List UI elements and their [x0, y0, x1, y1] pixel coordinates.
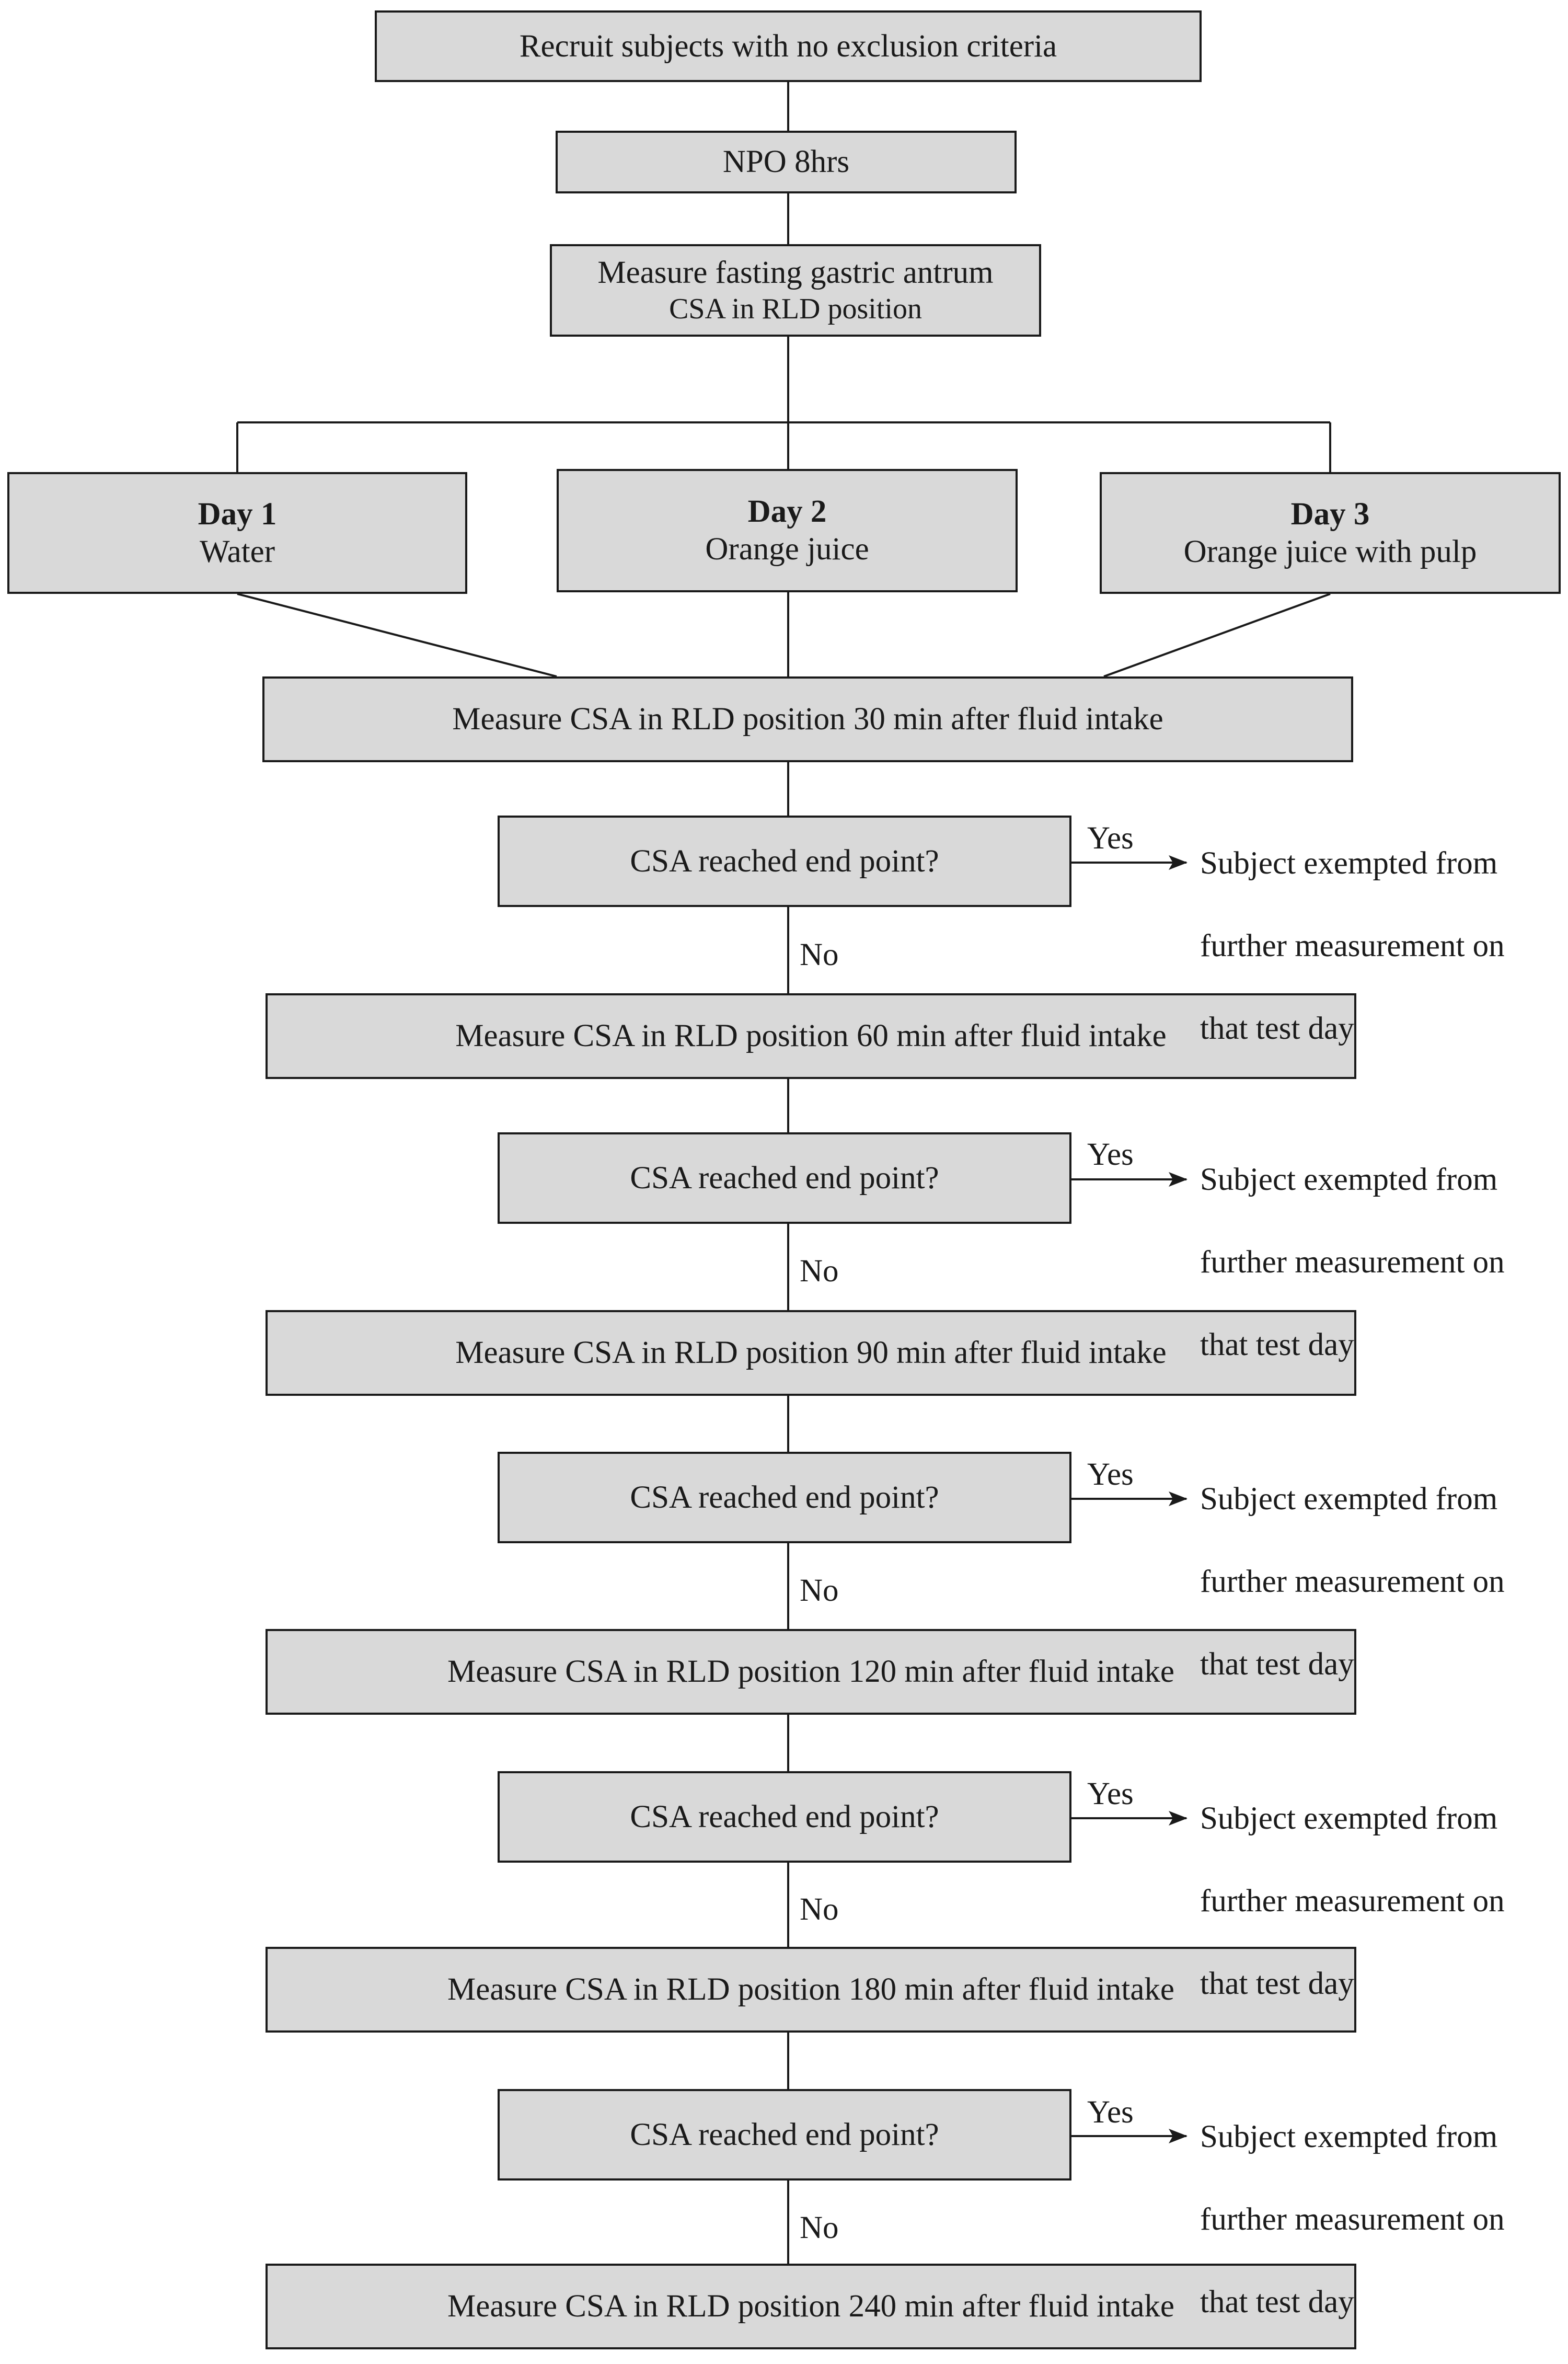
fasting-line-1: Measure fasting gastric antrum [597, 255, 994, 291]
day-1-fluid: Water [199, 534, 275, 569]
exempt-note-line: that test day [1200, 1647, 1354, 1682]
decision-2-box: CSA reached end point? [498, 1132, 1071, 1224]
day-3-fluid: Orange juice with pulp [1183, 534, 1477, 569]
yes-label-2: Yes [1087, 1137, 1134, 1172]
fasting-line-2: CSA in RLD position [669, 293, 922, 326]
exempt-note-line: Subject exempted from [1200, 1482, 1498, 1517]
measure-120-text: Measure CSA in RLD position 120 min afte… [447, 1654, 1174, 1690]
measure-180-box: Measure CSA in RLD position 180 min afte… [266, 1947, 1356, 2033]
day-3-title: Day 3 [1290, 496, 1370, 532]
exempt-note-line: that test day [1200, 2285, 1354, 2320]
exempt-note-line: further measurement on [1200, 1884, 1505, 1919]
connector-day-1-merge [237, 593, 557, 678]
no-label-1: No [800, 937, 839, 972]
fasting-measurement-box: Measure fasting gastric antrum CSA in RL… [550, 244, 1041, 337]
recruit-box: Recruit subjects with no exclusion crite… [375, 10, 1202, 82]
day-2-box: Day 2 Orange juice [557, 469, 1018, 592]
measure-180-text: Measure CSA in RLD position 180 min afte… [447, 1972, 1174, 2007]
exempt-note-line: further measurement on [1200, 1245, 1505, 1280]
yes-label-3: Yes [1087, 1457, 1134, 1492]
exempt-note-line: Subject exempted from [1200, 2119, 1498, 2154]
yes-label-4: Yes [1087, 1776, 1134, 1811]
exempt-note-4: Subject exempted from further measuremen… [1200, 1757, 1505, 2046]
measure-90-box: Measure CSA in RLD position 90 min after… [266, 1310, 1356, 1396]
measure-120-box: Measure CSA in RLD position 120 min afte… [266, 1629, 1356, 1715]
measure-30-box: Measure CSA in RLD position 30 min after… [262, 676, 1353, 762]
measure-60-box: Measure CSA in RLD position 60 min after… [266, 993, 1356, 1079]
measure-60-text: Measure CSA in RLD position 60 min after… [455, 1018, 1167, 1054]
exempt-note-3: Subject exempted from further measuremen… [1200, 1437, 1505, 1726]
measure-30-text: Measure CSA in RLD position 30 min after… [452, 702, 1163, 737]
no-label-5: No [800, 2210, 839, 2245]
decision-4-box: CSA reached end point? [498, 1771, 1071, 1863]
decision-5-text: CSA reached end point? [630, 2117, 939, 2152]
exempt-note-line: that test day [1200, 1966, 1354, 2001]
day-1-title: Day 1 [198, 496, 277, 532]
exempt-note-line: Subject exempted from [1200, 1162, 1498, 1197]
exempt-note-line: that test day [1200, 1327, 1354, 1362]
yes-label-1: Yes [1087, 821, 1134, 856]
no-label-2: No [800, 1254, 839, 1289]
connector-day-3-merge [1103, 593, 1331, 678]
no-label-4: No [800, 1892, 839, 1927]
npo-box: NPO 8hrs [556, 131, 1017, 193]
measure-240-text: Measure CSA in RLD position 240 min afte… [447, 2289, 1174, 2324]
exempt-note-line: further measurement on [1200, 928, 1505, 963]
day-3-box: Day 3 Orange juice with pulp [1100, 472, 1561, 594]
decision-4-text: CSA reached end point? [630, 1799, 939, 1834]
recruit-text: Recruit subjects with no exclusion crite… [519, 28, 1057, 64]
decision-5-box: CSA reached end point? [498, 2089, 1071, 2181]
day-2-title: Day 2 [747, 494, 827, 530]
exempt-note-1: Subject exempted from further measuremen… [1200, 801, 1505, 1091]
exempt-note-2: Subject exempted from further measuremen… [1200, 1118, 1505, 1407]
measure-240-box: Measure CSA in RLD position 240 min afte… [266, 2264, 1356, 2349]
day-1-box: Day 1 Water [7, 472, 467, 594]
day-2-fluid: Orange juice [705, 532, 869, 567]
measure-90-text: Measure CSA in RLD position 90 min after… [455, 1335, 1167, 1371]
exempt-note-line: that test day [1200, 1011, 1354, 1046]
decision-3-text: CSA reached end point? [630, 1479, 939, 1515]
exempt-note-line: Subject exempted from [1200, 1801, 1498, 1836]
decision-2-text: CSA reached end point? [630, 1160, 939, 1196]
npo-text: NPO 8hrs [722, 144, 850, 180]
decision-3-box: CSA reached end point? [498, 1452, 1071, 1543]
exempt-note-line: further measurement on [1200, 2202, 1505, 2237]
exempt-note-line: Subject exempted from [1200, 846, 1498, 881]
exempt-note-5: Subject exempted from further measuremen… [1200, 2075, 1505, 2364]
no-label-3: No [800, 1573, 839, 1608]
exempt-note-line: further measurement on [1200, 1564, 1505, 1599]
yes-label-5: Yes [1087, 2095, 1134, 2130]
decision-1-box: CSA reached end point? [498, 816, 1071, 907]
decision-1-text: CSA reached end point? [630, 843, 939, 879]
